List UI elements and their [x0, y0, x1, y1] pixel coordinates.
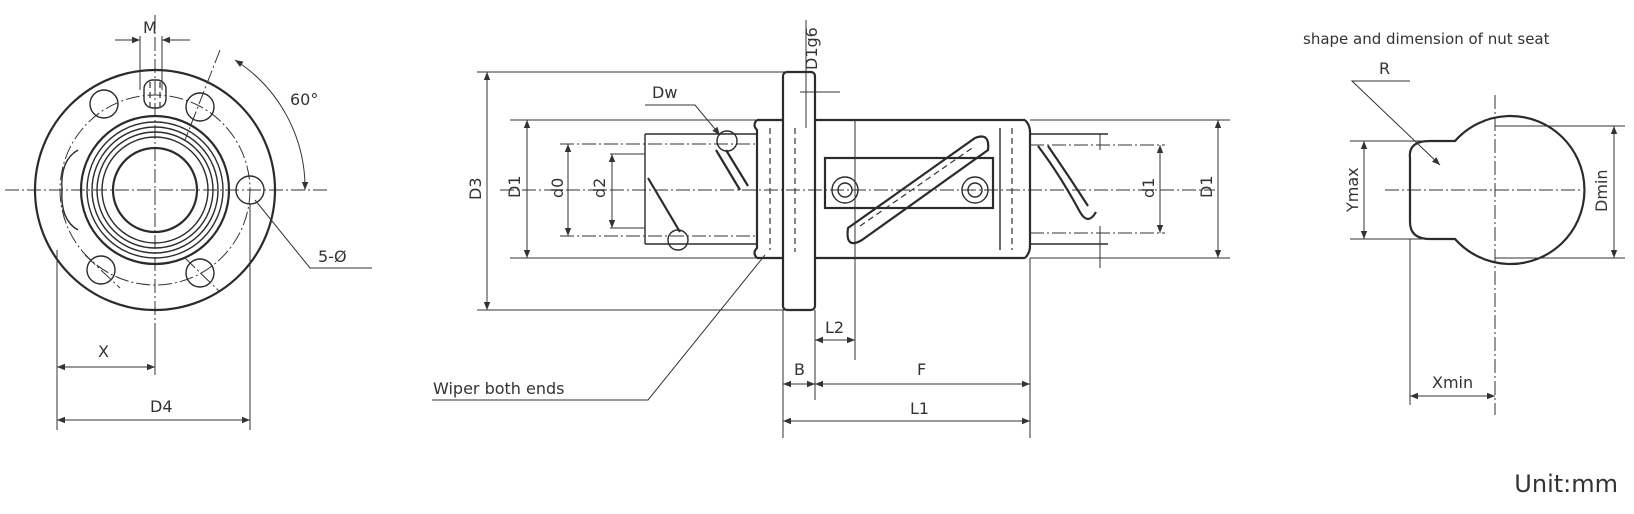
label-b: B — [794, 360, 805, 379]
body-ring-3 — [91, 126, 219, 254]
seat-title: shape and dimension of nut seat — [1303, 30, 1550, 48]
label-d1: d1 — [1139, 178, 1158, 198]
hole-centerline — [184, 257, 221, 293]
label-angle: 60° — [290, 90, 318, 109]
return-tube — [846, 135, 990, 245]
return-tube-hidden — [859, 145, 976, 227]
label-ymax: Ymax — [1343, 167, 1362, 213]
label-wiper: Wiper both ends — [433, 379, 565, 398]
right-wiper — [1024, 119, 1032, 259]
label-d4: D4 — [150, 397, 173, 416]
dw-leader — [645, 104, 721, 136]
body-ring-2 — [86, 121, 224, 259]
side-flange — [781, 70, 817, 312]
ball — [716, 130, 738, 152]
right-thread-helix — [1037, 145, 1097, 221]
nut-seat-view: shape and dimension of nut seat R Ymax D… — [1303, 30, 1625, 415]
label-d3: D3 — [466, 178, 485, 201]
plate-screw-inner — [837, 182, 853, 198]
left-body-edges — [757, 118, 783, 260]
label-x: X — [98, 342, 109, 361]
body-ring-4 — [96, 131, 214, 249]
left-thread-helix — [725, 149, 749, 187]
label-m: M — [143, 18, 157, 37]
bolt-hole — [185, 92, 215, 122]
screw-bore — [111, 146, 199, 234]
body-ring-1 — [79, 114, 231, 266]
label-dmin: Dmin — [1592, 170, 1611, 213]
bolt-hole — [89, 89, 119, 119]
hole-centerline — [184, 49, 221, 141]
bolt-hole — [86, 255, 116, 285]
label-d1-right: D1 — [1197, 176, 1216, 199]
label-r: R — [1379, 59, 1390, 78]
label-l1: L1 — [910, 399, 929, 418]
plate-screw-inner — [967, 182, 983, 198]
label-d2: d2 — [590, 178, 609, 198]
right-thread-helix — [1047, 145, 1089, 207]
label-d1-left: D1 — [505, 176, 524, 199]
plate-screw — [831, 176, 859, 204]
plate-screw — [961, 176, 989, 204]
label-l2: L2 — [825, 318, 844, 337]
label-d0: d0 — [548, 178, 567, 198]
bolt-hole — [185, 258, 215, 288]
label-holes: 5-Ø — [318, 247, 347, 266]
seat-outline — [1408, 114, 1586, 266]
holes-leader — [254, 199, 372, 269]
return-plate — [823, 156, 995, 210]
ball — [667, 229, 689, 251]
label-dw: Dw — [652, 83, 677, 102]
left-thread-helix — [715, 149, 741, 191]
hole-centerline — [84, 254, 121, 289]
lube-port — [143, 79, 167, 109]
flange-lug — [61, 149, 79, 231]
wiper-leader — [432, 254, 766, 401]
side-view: D1g6 — [432, 20, 1230, 438]
label-f: F — [917, 360, 926, 379]
left-thread-helix — [647, 177, 681, 233]
label-xmin: Xmin — [1432, 373, 1473, 392]
unit-label: Unit:mm — [1514, 470, 1618, 498]
left-wiper — [753, 119, 759, 259]
front-view: M 60° 5-Ø X D4 — [5, 15, 372, 430]
r-leader — [1350, 80, 1441, 166]
label-d1g6: D1g6 — [802, 27, 821, 70]
angle-arc — [234, 59, 309, 191]
body-ring-5 — [101, 136, 209, 244]
